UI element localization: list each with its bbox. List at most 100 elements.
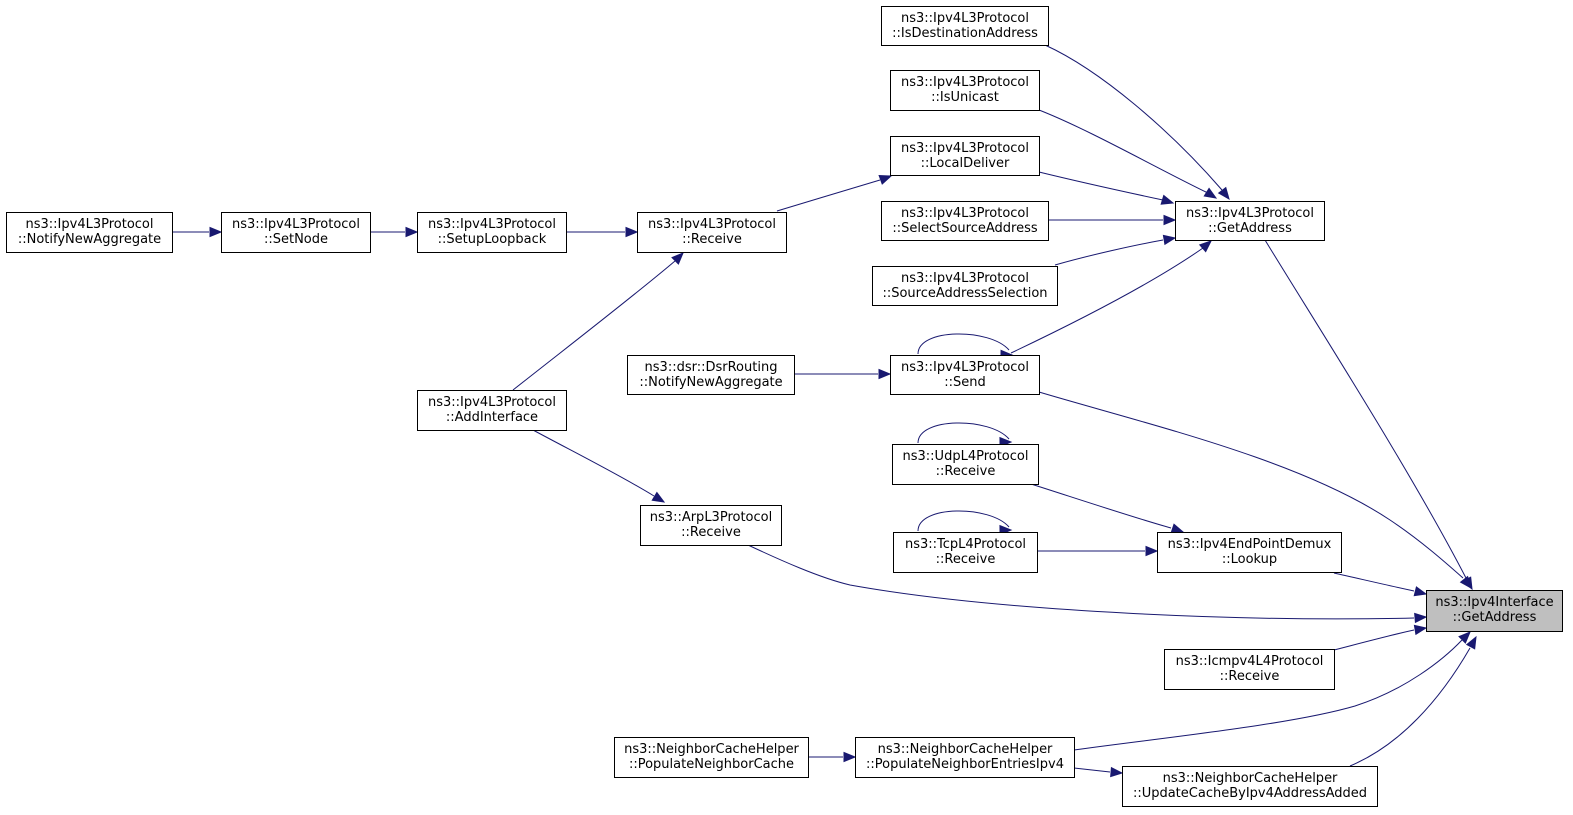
node-box	[1157, 532, 1342, 573]
node-box	[6, 212, 173, 253]
edge-tcp_receive-to-demux_lookup	[1037, 545, 1159, 557]
node-l3-receive[interactable]: ns3::Ipv4L3Protocol::Receive	[637, 212, 787, 253]
arrowhead-icon	[671, 252, 684, 265]
node-l3-addif[interactable]: ns3::Ipv4L3Protocol::AddInterface	[417, 390, 567, 431]
node-box	[872, 266, 1058, 306]
node-box	[881, 201, 1049, 241]
node-udp-receive[interactable]: ns3::UdpL4Protocol::Receive	[892, 444, 1039, 485]
node-method-label: ::LocalDeliver	[921, 156, 1010, 171]
node-box	[892, 444, 1039, 485]
node-l3-getaddress[interactable]: ns3::Ipv4L3Protocol::GetAddress	[1175, 201, 1325, 241]
edge-line	[1030, 483, 1172, 529]
node-method-label: ::Receive	[936, 464, 996, 479]
edge-line	[1010, 247, 1204, 354]
node-l3-notifyagg[interactable]: ns3::Ipv4L3Protocol::NotifyNewAggregate	[6, 212, 173, 253]
arrowhead-icon	[1160, 194, 1175, 205]
node-box	[1426, 590, 1563, 632]
node-method-label: ::NotifyNewAggregate	[639, 375, 782, 390]
node-class-label: ns3::Ipv4L3Protocol	[901, 141, 1029, 156]
edge-udp_receive-to-udp_receive	[917, 422, 1013, 448]
node-tcp-receive[interactable]: ns3::TcpL4Protocol::Receive	[893, 532, 1038, 573]
node-class-label: ns3::UdpL4Protocol	[903, 449, 1029, 464]
edge-line	[1073, 767, 1111, 773]
edge-line	[532, 429, 655, 497]
node-dsr-notify[interactable]: ns3::dsr::DsrRouting::NotifyNewAggregate	[627, 355, 795, 395]
edge-l3_srcsel-to-l3_getaddress	[1054, 234, 1177, 266]
node-l3-setnode[interactable]: ns3::Ipv4L3Protocol::SetNode	[221, 212, 371, 253]
node-method-label: ::Receive	[936, 552, 996, 567]
node-class-label: ns3::NeighborCacheHelper	[1163, 771, 1338, 786]
node-class-label: ns3::Ipv4L3Protocol	[901, 271, 1029, 286]
arrowhead-icon	[1110, 766, 1124, 778]
node-method-label: ::Receive	[681, 525, 741, 540]
edge-l3_selectsrc-to-l3_getaddress	[1048, 214, 1177, 226]
node-box	[221, 212, 371, 253]
node-l3-srcsel[interactable]: ns3::Ipv4L3Protocol::SourceAddressSelect…	[872, 266, 1058, 306]
node-method-label: ::PopulateNeighborCache	[629, 757, 794, 772]
edge-demux_lookup-to-root	[1333, 572, 1428, 597]
node-method-label: ::SetNode	[264, 232, 328, 247]
edge-nch_entries-to-root	[1073, 631, 1471, 751]
node-box	[627, 355, 795, 395]
edge-nch_entries-to-nch_update	[1073, 766, 1124, 778]
edge-l3_receive-to-l3_localdeliver	[776, 175, 893, 212]
node-box	[1164, 649, 1335, 690]
node-method-label: ::SourceAddressSelection	[882, 286, 1047, 301]
arrowhead-icon	[1413, 586, 1428, 597]
node-box	[881, 6, 1049, 46]
edge-icmp_receive-to-root	[1333, 624, 1428, 651]
edge-tcp_receive-to-tcp_receive	[917, 510, 1013, 536]
arrowhead-icon	[1458, 631, 1471, 644]
node-class-label: ns3::Ipv4L3Protocol	[901, 360, 1029, 375]
node-class-label: ns3::Ipv4L3Protocol	[428, 395, 556, 410]
node-l3-setuploop[interactable]: ns3::Ipv4L3Protocol::SetupLoopback	[417, 212, 567, 253]
node-class-label: ns3::Ipv4L3Protocol	[901, 11, 1029, 26]
edge-l3_send-to-l3_getaddress	[1010, 240, 1212, 354]
node-nch-entries[interactable]: ns3::NeighborCacheHelper::PopulateNeighb…	[855, 737, 1075, 778]
node-nch-populate[interactable]: ns3::NeighborCacheHelper::PopulateNeighb…	[614, 737, 809, 778]
edge-line	[1038, 109, 1209, 194]
edge-line	[1349, 647, 1471, 767]
node-arp-receive[interactable]: ns3::ArpL3Protocol::Receive	[640, 505, 782, 546]
edge-line	[917, 333, 1010, 355]
node-root[interactable]: ns3::Ipv4Interface::GetAddress	[1426, 590, 1563, 632]
node-class-label: ns3::Ipv4Interface	[1435, 595, 1553, 610]
node-method-label: ::IsDestinationAddress	[892, 26, 1038, 41]
edge-nch_update-to-root	[1349, 635, 1477, 767]
node-l3-selectsrc[interactable]: ns3::Ipv4L3Protocol::SelectSourceAddress	[881, 201, 1049, 241]
node-method-label: ::AddInterface	[446, 410, 538, 425]
node-box	[614, 737, 809, 778]
arrowhead-icon	[1198, 240, 1212, 253]
node-method-label: ::Receive	[682, 232, 742, 247]
edge-line	[512, 260, 676, 391]
edge-line	[917, 422, 1010, 444]
node-class-label: ns3::Ipv4L3Protocol	[648, 217, 776, 232]
node-icmp-receive[interactable]: ns3::Icmpv4L4Protocol::Receive	[1164, 649, 1335, 690]
node-nch-update[interactable]: ns3::NeighborCacheHelper::UpdateCacheByI…	[1122, 766, 1378, 807]
node-class-label: ns3::Icmpv4L4Protocol	[1176, 654, 1324, 669]
node-box	[893, 532, 1038, 573]
node-class-label: ns3::Ipv4L3Protocol	[428, 217, 556, 232]
node-l3-localdeliver[interactable]: ns3::Ipv4L3Protocol::LocalDeliver	[890, 136, 1040, 176]
node-l3-isdest[interactable]: ns3::Ipv4L3Protocol::IsDestinationAddres…	[881, 6, 1049, 46]
edge-line	[776, 179, 881, 212]
node-l3-send[interactable]: ns3::Ipv4L3Protocol::Send	[890, 355, 1040, 395]
edge-line	[1038, 391, 1464, 579]
node-method-label: ::SetupLoopback	[438, 232, 547, 247]
edge-line	[1073, 639, 1463, 751]
node-box	[1175, 201, 1325, 241]
node-box	[890, 70, 1040, 111]
node-box	[890, 136, 1040, 176]
arrowhead-icon	[1414, 612, 1428, 624]
edge-l3_addif-to-l3_receive	[512, 252, 684, 391]
edge-line	[1054, 239, 1164, 266]
node-method-label: ::PopulateNeighborEntriesIpv4	[866, 757, 1064, 772]
edge-line	[917, 510, 1010, 532]
node-method-label: ::Send	[944, 375, 986, 390]
arrowhead-icon	[405, 226, 419, 238]
edge-l3_setnode-to-l3_setuploop	[370, 226, 419, 238]
node-class-label: ns3::Ipv4L3Protocol	[232, 217, 360, 232]
node-l3-isunicast[interactable]: ns3::Ipv4L3Protocol::IsUnicast	[890, 70, 1040, 111]
node-demux-lookup[interactable]: ns3::Ipv4EndPointDemux::Lookup	[1157, 532, 1342, 573]
arrowhead-icon	[1459, 575, 1472, 590]
